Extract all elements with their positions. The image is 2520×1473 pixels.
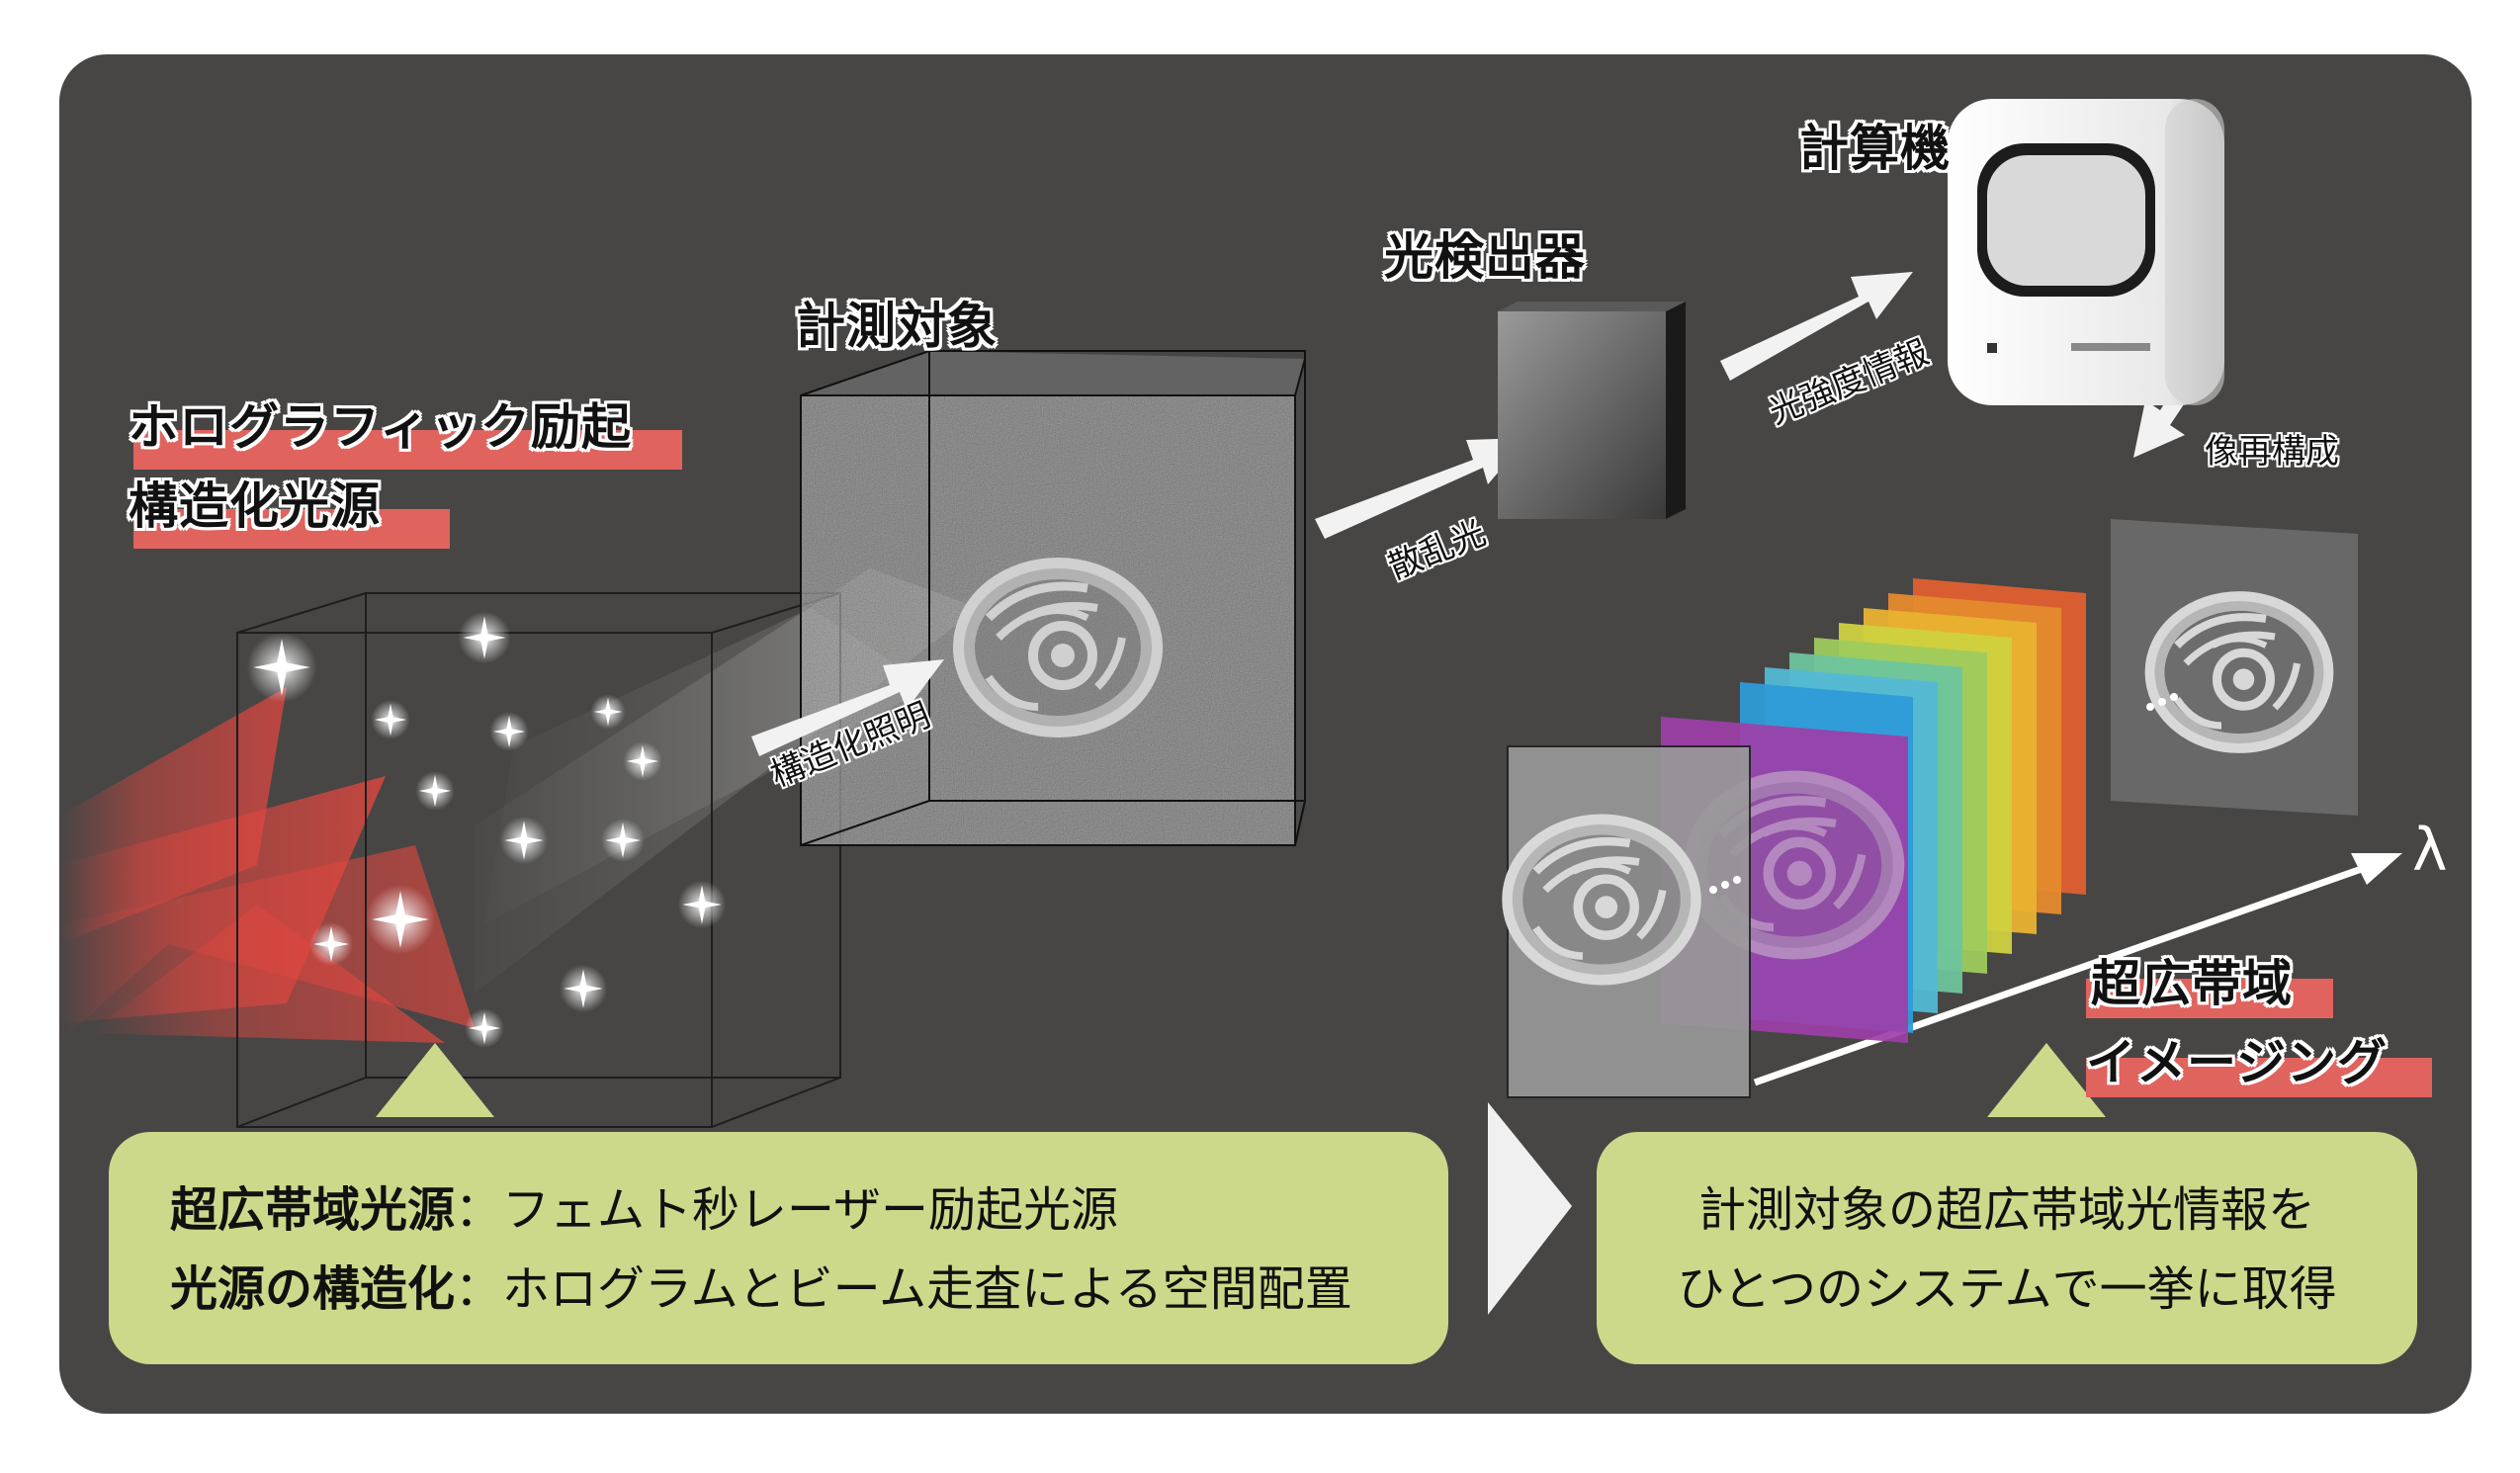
result-info-line2: ひとつのシステムで一挙に取得 — [1677, 1261, 2337, 1317]
reconstruction-label: 像再構成 — [2205, 432, 2339, 472]
computer-icon — [1948, 99, 2224, 405]
computer-label: 計算機 — [1799, 120, 1951, 177]
source-info-row1-desc: ：フェムト秒レーザー励起光源 — [455, 1182, 1119, 1238]
source-info-row2: 光源の構造化：ホログラムとビーム走査による空間配置 — [170, 1265, 1352, 1313]
wavelength-axis — [1753, 853, 2402, 1086]
source-highlight-2 — [133, 509, 450, 549]
source-info-row2-desc: ：ホログラムとビーム走査による空間配置 — [455, 1261, 1352, 1317]
source-label-line1: ホログラフィック励起 — [129, 398, 632, 456]
measurement-target — [800, 350, 1306, 846]
lambda-label: λ — [2412, 816, 2448, 885]
spectral-image-stack — [1661, 578, 2086, 1043]
source-info-row2-term: 光源の構造化 — [170, 1261, 456, 1317]
light-source-volume — [236, 592, 841, 1128]
source-label-line2: 構造化光源 — [129, 477, 381, 535]
cell-icon — [964, 568, 1152, 727]
laser-beams — [59, 687, 475, 1043]
broadband-label-line1: 超広帯域 — [2091, 955, 2293, 1012]
broadband-highlight-1 — [2086, 979, 2333, 1018]
source-info-row1-term: 超広帯域光源 — [170, 1182, 456, 1238]
result-info-box: 計測対象の超広帯域光情報を ひとつのシステムで一挙に取得 — [1597, 1132, 2417, 1364]
source-info-row1: 超広帯域光源：フェムト秒レーザー励起光源 — [170, 1186, 1118, 1234]
callout-pointers — [376, 1043, 2106, 1315]
source-highlight-1 — [133, 430, 682, 470]
detector-label: 光検出器 — [1384, 228, 1586, 286]
target-label: 計測対象 — [796, 298, 998, 355]
diagram-panel: ホログラフィック励起 構造化光源 計測対象 光検出器 計算機 超広帯域 イメージ… — [59, 54, 2472, 1414]
source-info-box: 超広帯域光源：フェムト秒レーザー励起光源 光源の構造化：ホログラムとビーム走査に… — [109, 1132, 1448, 1364]
output-image-front — [1508, 745, 1751, 1098]
broadband-label-line2: イメージング — [2086, 1034, 2388, 1091]
broadband-highlight-2 — [2086, 1058, 2432, 1097]
result-info-line1: 計測対象の超広帯域光情報を — [1697, 1182, 2315, 1238]
diagram-scene — [59, 99, 2402, 1315]
detector-icon — [1498, 302, 1686, 519]
output-image-back — [2111, 519, 2358, 816]
